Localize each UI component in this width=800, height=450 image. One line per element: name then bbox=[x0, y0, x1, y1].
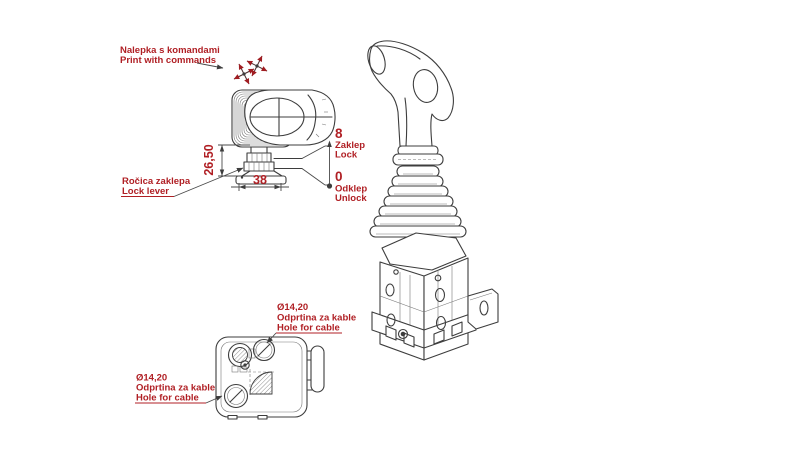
dimension-height-value: 26,50 bbox=[202, 144, 216, 175]
lock-lever-label-sl: Ročica zaklepa bbox=[122, 176, 191, 187]
lock-label-sl: Zaklep bbox=[335, 140, 365, 151]
cable-hole-top-diameter: Ø14,20 bbox=[277, 302, 308, 313]
unlock-position-value: 0 bbox=[335, 169, 343, 184]
handle-side-oval bbox=[412, 69, 439, 103]
unlock-position-dot bbox=[326, 183, 333, 189]
joystick-handle bbox=[367, 40, 454, 147]
cable-hole-top-label-sl: Odprtina za kable bbox=[277, 313, 356, 324]
cable-hole-top-label-en: Hole for cable bbox=[277, 323, 340, 334]
cable-hole-top-right bbox=[248, 338, 276, 362]
bottom-view-hatched-hole bbox=[227, 342, 253, 373]
commands-arrows-icon bbox=[233, 55, 268, 85]
base-bottom-view bbox=[215, 336, 325, 420]
dimension-width-value: 38 bbox=[253, 173, 267, 187]
handle-butt-cap bbox=[367, 45, 386, 75]
print-commands-annotation: Nalepka s komandami Print with commands bbox=[120, 45, 224, 70]
unlock-label-en: Unlock bbox=[335, 193, 367, 204]
bottom-view-center-pivot bbox=[240, 360, 250, 370]
lock-lever-mechanism bbox=[235, 152, 303, 185]
cable-hole-annotation-bottom: Ø14,20 Odprtina za kable Hole for cable bbox=[135, 373, 223, 404]
lock-lever-annotation: Ročica zaklepa Lock lever bbox=[121, 167, 244, 197]
joystick-3d-view bbox=[367, 40, 499, 361]
base-side-bracket bbox=[467, 288, 499, 330]
cable-hole-annotation-top: Ø14,20 Odprtina za kable Hole for cable bbox=[266, 302, 356, 344]
bottom-view-quarter-sector bbox=[248, 369, 274, 395]
cable-hole-top-leader-arrow bbox=[266, 332, 277, 344]
print-commands-label-en: Print with commands bbox=[120, 55, 216, 66]
bottom-view-side-handle bbox=[304, 345, 325, 393]
cable-hole-bottom-leader-arrow bbox=[205, 395, 223, 404]
lock-label-en: Lock bbox=[335, 150, 358, 161]
cable-hole-bottom-left bbox=[223, 383, 249, 409]
cable-hole-bottom-diameter: Ø14,20 bbox=[136, 373, 167, 384]
joystick-bellows bbox=[369, 165, 467, 238]
dimension-26-50: 26,50 bbox=[202, 144, 250, 177]
print-commands-label-sl: Nalepka s komandami bbox=[120, 45, 220, 56]
dimension-38: 38 bbox=[231, 173, 289, 191]
head-front-view bbox=[231, 89, 336, 185]
lock-position-value: 8 bbox=[335, 126, 343, 141]
unlock-label-sl: Odklep bbox=[335, 184, 367, 195]
joystick-base bbox=[371, 232, 499, 361]
lock-lever-leader-arrow bbox=[173, 167, 244, 197]
cable-hole-bottom-label-en: Hole for cable bbox=[136, 393, 199, 404]
lock-unlock-indicator: 8 Zaklep Lock 0 Odklep Unlock bbox=[301, 126, 367, 204]
print-commands-leader-arrow bbox=[196, 62, 224, 70]
lock-lever-label-en: Lock lever bbox=[122, 186, 169, 197]
joystick-collar bbox=[392, 145, 444, 166]
cable-hole-bottom-label-sl: Odprtina za kable bbox=[136, 383, 215, 394]
